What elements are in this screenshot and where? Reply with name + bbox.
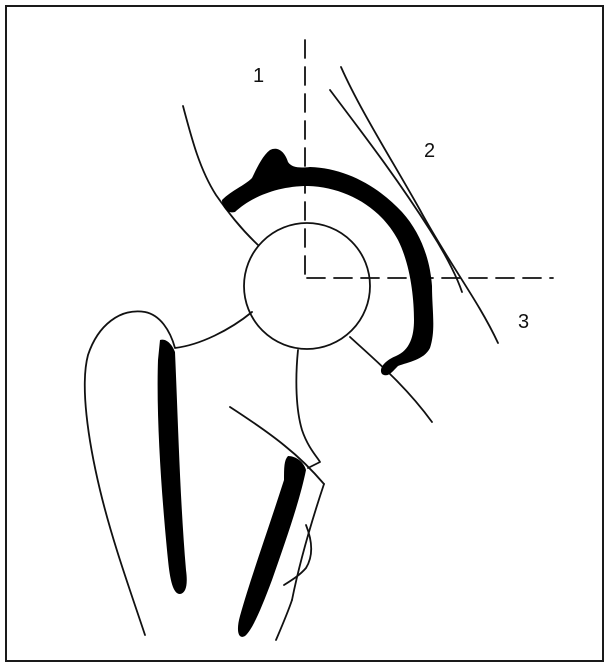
medial-cement-mantle (238, 456, 306, 637)
zone-label-3: 3 (518, 312, 529, 332)
femur-medial-outline (296, 350, 320, 468)
zone-label-1: 1 (253, 66, 264, 86)
lateral-cement-mantle (158, 340, 187, 594)
acetabular-radiolucency (222, 149, 433, 376)
lesser-trochanter (284, 525, 311, 585)
femoral-head (244, 223, 370, 349)
ilium-outline (183, 106, 258, 245)
medial-shaft-lower (276, 600, 292, 640)
zone-label-2: 2 (424, 141, 435, 161)
